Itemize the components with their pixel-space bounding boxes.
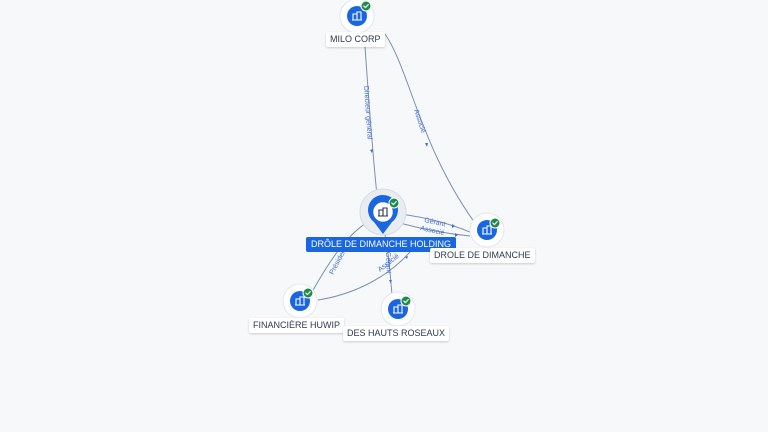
check-badge-icon	[489, 217, 501, 229]
node-label-des-hauts-roseaux[interactable]: DES HAUTS ROSEAUX	[343, 326, 450, 341]
edge-milo-main	[363, 31, 379, 206]
building-icon	[393, 304, 403, 314]
edge-arrow	[425, 143, 428, 147]
edge-arrow	[455, 233, 458, 237]
edge-milo-drole	[384, 33, 481, 231]
node-label-main-holding[interactable]: DRÔLE DE DIMANCHE HOLDING	[306, 237, 457, 252]
node-label-drole-de-dimanche[interactable]: DROLE DE DIMANCHE	[430, 248, 535, 263]
building-icon	[482, 225, 492, 235]
node-drole-de-dimanche[interactable]	[469, 212, 505, 248]
node-des-hauts-roseaux[interactable]	[380, 291, 416, 327]
edge-label: Gérant	[424, 217, 446, 228]
check-badge-icon	[400, 295, 412, 307]
edge-arrow	[370, 149, 373, 153]
edge-arrow	[405, 256, 408, 259]
check-badge-icon	[360, 0, 372, 12]
node-main-holding[interactable]	[359, 188, 407, 236]
edge-label: Gérant	[384, 252, 392, 274]
edge-arrow	[389, 280, 392, 283]
node-milo-corp[interactable]	[339, 0, 375, 34]
building-icon	[352, 11, 362, 21]
node-financiere-huwip[interactable]	[282, 283, 318, 319]
edge-main-drole-2	[395, 221, 471, 237]
building-icon	[295, 296, 305, 306]
edge-huwip-roseaux	[317, 251, 411, 301]
edge-label: Associé	[412, 108, 426, 134]
building-icon	[378, 207, 388, 217]
edge-main-drole-1	[399, 213, 471, 233]
edge-label: Directeur général	[362, 86, 373, 140]
node-label-financiere-huwip[interactable]: FINANCIÈRE HUWIP	[249, 318, 345, 333]
edge-arrow	[452, 224, 455, 228]
edge-label: Associé	[420, 225, 446, 237]
check-badge-icon	[388, 197, 400, 209]
node-label-milo-corp[interactable]: MILO CORP	[326, 32, 385, 47]
check-badge-icon	[302, 287, 314, 299]
